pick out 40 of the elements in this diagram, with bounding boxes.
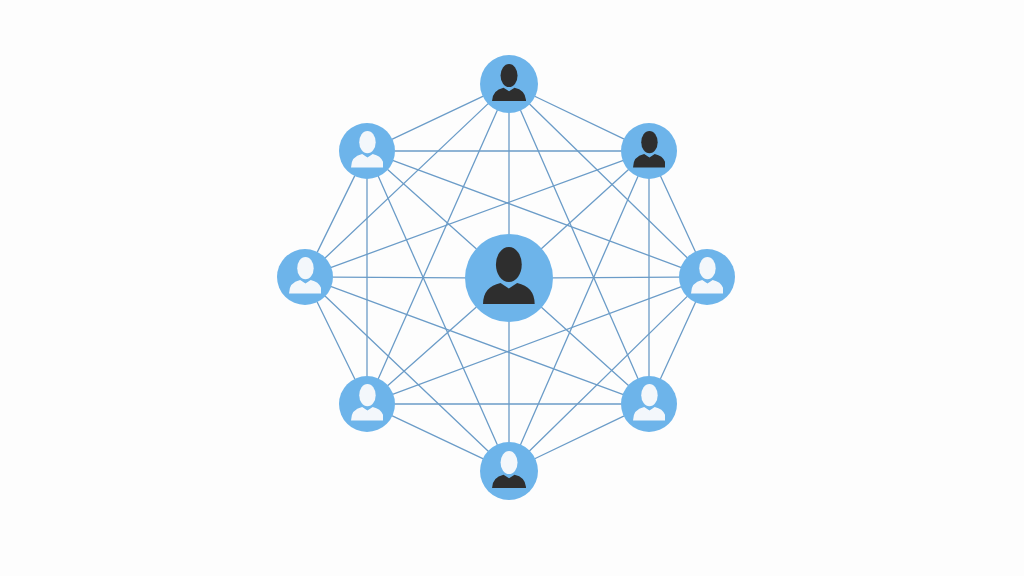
avatar-circle	[339, 376, 395, 432]
connector-line	[332, 276, 466, 279]
connector-line	[394, 403, 622, 405]
connector-line	[316, 175, 356, 253]
avatar-circle	[339, 123, 395, 179]
connector-line	[387, 169, 477, 250]
avatar-circle	[621, 123, 677, 179]
connector-line	[660, 175, 696, 253]
connector-line	[394, 150, 622, 152]
connector-line	[324, 295, 489, 452]
connector-line	[540, 169, 629, 250]
connector-line	[519, 176, 639, 446]
connector-line	[392, 160, 682, 268]
avatar-circle	[480, 55, 538, 113]
avatar-circle	[480, 442, 538, 500]
connector-line	[519, 109, 639, 379]
connector-line	[392, 286, 682, 395]
connector-line	[552, 276, 680, 279]
connector-line	[508, 112, 510, 235]
connector-line	[377, 175, 498, 446]
connector-line	[377, 109, 498, 380]
connector-line	[534, 415, 625, 460]
connector-line	[534, 95, 625, 140]
connector-line	[529, 103, 688, 259]
avatar-circle	[621, 376, 677, 432]
connector-line	[541, 306, 629, 386]
connector-line	[391, 95, 484, 140]
connector-line	[391, 415, 484, 460]
connector-line	[659, 301, 697, 380]
connector-line	[508, 321, 510, 443]
connector-line	[324, 103, 489, 259]
connector-line	[387, 306, 477, 387]
connector-line	[316, 301, 356, 380]
avatar-circle	[277, 249, 333, 305]
avatar-circle	[679, 249, 735, 305]
connector-line	[529, 295, 688, 452]
connector-line	[366, 178, 368, 377]
connector-line	[330, 159, 624, 269]
connector-line	[648, 178, 650, 377]
connector-line	[330, 286, 624, 395]
